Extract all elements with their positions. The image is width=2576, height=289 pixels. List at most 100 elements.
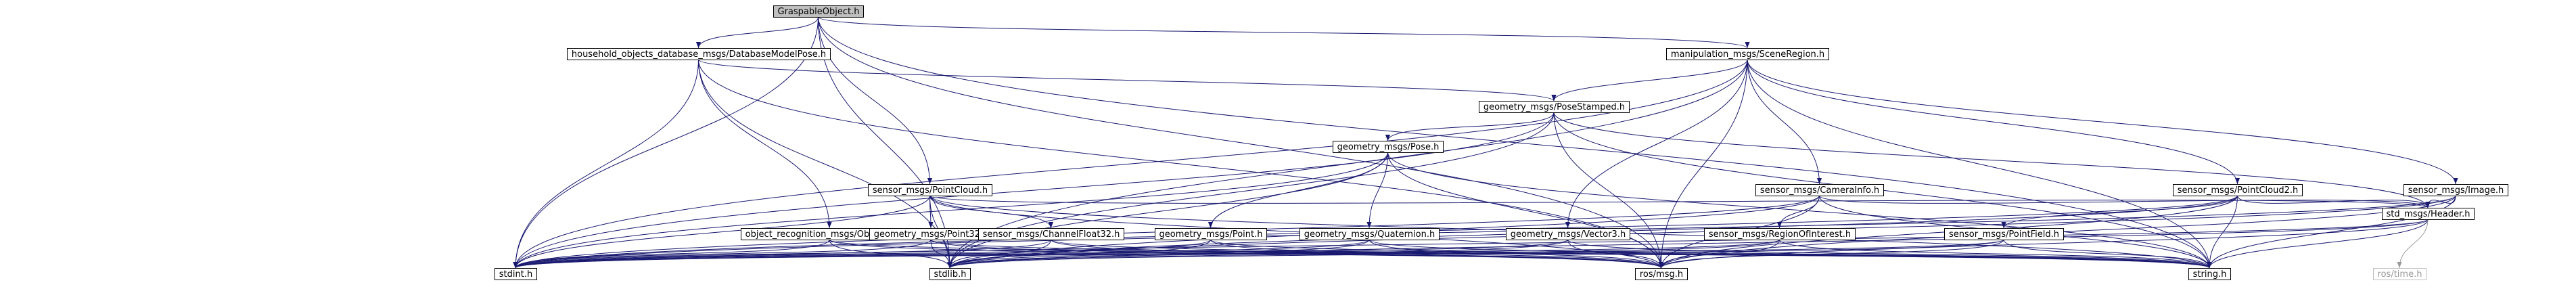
edge-n14-n21 [1567,239,2212,269]
node-geometry-msgs-vector3-h[interactable]: geometry_msgs/Vector3.h [1506,228,1630,240]
node-ros-msg-h[interactable]: ros/msg.h [1635,268,1688,280]
edge-n2-n8 [1747,59,2458,185]
node-sensor-msgs-pointcloud2-h[interactable]: sensor_msgs/PointCloud2.h [2173,184,2303,196]
node-box [1300,228,1440,240]
nodes-layer: GraspableObject.h household_objects_datab… [495,5,2508,280]
node-box [1944,228,2064,240]
node-label: stdint.h [499,269,532,280]
node-sensor-msgs-pointfield-h[interactable]: sensor_msgs/PointField.h [1944,228,2064,240]
node-box [1755,184,1884,196]
node-label: sensor_msgs/Image.h [2408,185,2504,196]
edge-n1-n9 [698,59,832,229]
node-box [1635,268,1688,280]
node-graspableobject-h: GraspableObject.h [773,5,864,18]
node-box [1333,141,1444,153]
node-box [868,184,992,196]
node-std-msgs-header-h[interactable]: std_msgs/Header.h [2382,208,2475,220]
node-stdint-h[interactable]: stdint.h [495,268,537,280]
node-box [1155,228,1267,240]
node-sensor-msgs-image-h[interactable]: sensor_msgs/Image.h [2404,184,2508,196]
node-label: geometry_msgs/PoseStamped.h [1484,102,1625,112]
edge-n16-n21 [2003,239,2212,269]
edge-n5-n19 [947,152,1388,269]
edge-n2-n21 [1747,59,2212,269]
node-box [2173,184,2303,196]
edge-n7-n17 [2237,195,2431,208]
edge-n17-n21 [2207,219,2429,269]
edge-n11-n18 [513,239,1051,269]
node-box [1506,228,1630,240]
edge-n2-n20 [1658,59,1748,269]
node-label: GraspableObject.h [778,7,860,17]
edge-n1-n18 [513,59,699,269]
edge-n17-n22 [2397,219,2429,269]
node-household-objects-database-msgs-databasemodelpose-h[interactable]: household_objects_database_msgs/Database… [567,48,831,60]
node-sensor-msgs-regionofinterest-h[interactable]: sensor_msgs/RegionOfInterest.h [1704,228,1856,240]
edge-n2-n6 [1747,59,1822,185]
node-ros-time-h[interactable]: ros/time.h [2373,268,2426,280]
node-box [495,268,537,280]
edge-n15-n21 [1779,239,2212,269]
node-box [1666,48,1829,60]
node-label: sensor_msgs/PointField.h [1949,229,2059,240]
edge-n12-n18 [513,239,1211,269]
node-geometry-msgs-point-h[interactable]: geometry_msgs/Point.h [1155,228,1267,240]
node-box [567,48,831,60]
node-label: geometry_msgs/Point32.h [874,229,989,240]
edge-n2-n3 [1551,59,1748,102]
node-geometry-msgs-posestamped-h[interactable]: geometry_msgs/PoseStamped.h [1479,101,1630,113]
edge-n16-n19 [947,239,2004,269]
node-box [2188,268,2231,280]
edge-n17-n19 [947,219,2429,269]
node-sensor-msgs-channelfloat32-h[interactable]: sensor_msgs/ChannelFloat32.h [978,228,1124,240]
node-box [2373,268,2426,280]
edge-n9-n18 [513,239,830,269]
edge-n6-n17 [1819,195,2431,208]
edge-n5-n21 [1387,152,2212,269]
edge-n3-n18 [513,112,1555,269]
edge-n13-n21 [1368,239,2212,269]
node-label: sensor_msgs/CameraInfo.h [1760,185,1879,196]
edge-n10-n18 [513,239,932,269]
edge-n0-n18 [513,16,819,269]
node-sensor-msgs-camerainfo-h[interactable]: sensor_msgs/CameraInfo.h [1755,184,1884,196]
node-label: geometry_msgs/Quaternion.h [1304,229,1435,240]
node-geometry-msgs-pose-h[interactable]: geometry_msgs/Pose.h [1333,141,1444,153]
node-label: household_objects_database_msgs/Database… [572,49,826,60]
edge-n17-n18 [513,219,2429,269]
edge-n2-n18 [513,59,1748,269]
node-string-h[interactable]: string.h [2188,268,2231,280]
edge-n0-n1 [695,16,819,49]
node-label: sensor_msgs/PointCloud.h [873,185,988,196]
edge-n15-n18 [513,239,1780,269]
node-box [2382,208,2475,220]
node-geometry-msgs-quaternion-h[interactable]: geometry_msgs/Quaternion.h [1300,228,1440,240]
node-stdlib-h[interactable]: stdlib.h [929,268,971,280]
node-box [929,268,971,280]
node-box [2404,184,2508,196]
edge-n16-n20 [1659,239,2004,269]
node-geometry-msgs-point32-h[interactable]: geometry_msgs/Point32.h [869,228,993,240]
node-box [1704,228,1856,240]
node-label: std_msgs/Header.h [2387,209,2470,219]
node-label: sensor_msgs/RegionOfInterest.h [1709,229,1851,240]
node-label: geometry_msgs/Vector3.h [1511,229,1626,240]
edge-n3-n5 [1385,112,1555,141]
node-box [773,5,864,18]
edge-n5-n13 [1366,152,1388,229]
edge-n3-n17 [1553,112,2431,208]
edge-n5-n20 [1387,152,1664,269]
edge-n8-n17 [2425,195,2456,208]
edge-n17-n20 [1659,219,2429,269]
edge-n5-n18 [513,152,1388,269]
node-label: sensor_msgs/PointCloud2.h [2178,185,2298,196]
node-sensor-msgs-pointcloud-h[interactable]: sensor_msgs/PointCloud.h [868,184,992,196]
edge-n0-n2 [818,16,1750,49]
node-manipulation-msgs-sceneregion-h[interactable]: manipulation_msgs/SceneRegion.h [1666,48,1829,60]
node-label: geometry_msgs/Pose.h [1337,142,1440,152]
edge-n2-n14 [1565,59,1748,229]
node-label: manipulation_msgs/SceneRegion.h [1671,49,1824,60]
node-label: ros/time.h [2378,269,2422,280]
edge-n8-n18 [513,195,2456,269]
edges-layer [513,16,2458,269]
